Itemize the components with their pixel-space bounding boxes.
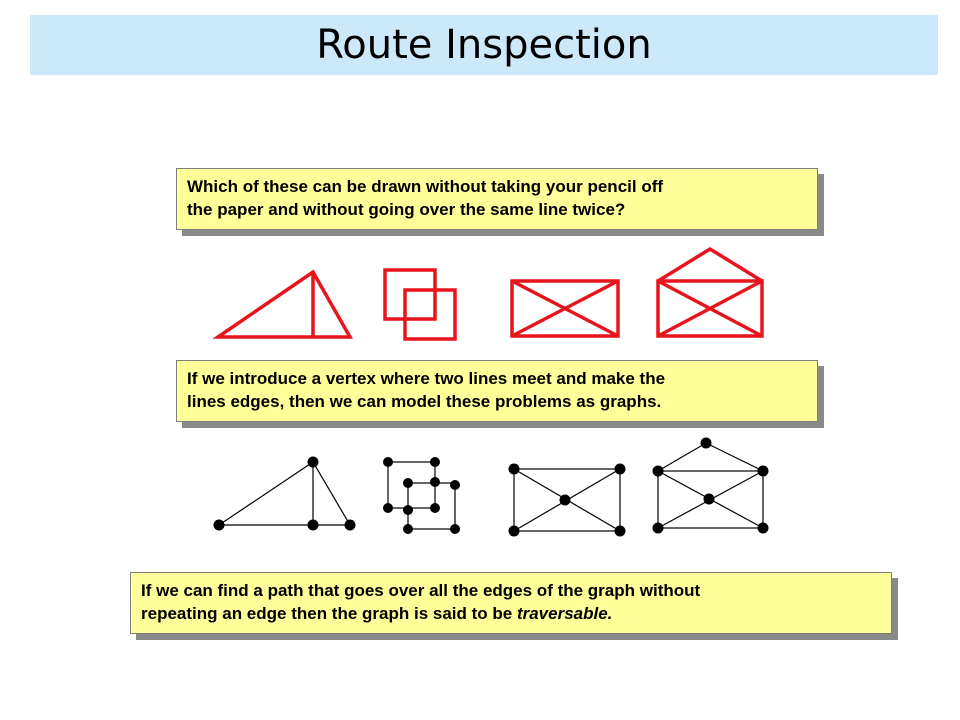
graph-vertex xyxy=(508,525,520,537)
red-envelope-shape xyxy=(510,279,620,338)
open-envelope-graph xyxy=(652,437,769,534)
graph-figures xyxy=(213,437,769,537)
question-line-2: the paper and without going over the sam… xyxy=(187,200,626,219)
red-shapes xyxy=(212,246,764,341)
graph-vertex xyxy=(383,503,393,513)
slide-title: Route Inspection xyxy=(316,22,652,68)
vertex-line-1: If we introduce a vertex where two lines… xyxy=(187,369,666,388)
graph-vertex xyxy=(213,519,225,531)
envelope-graph xyxy=(508,463,626,537)
traversable-line-1: If we can find a path that goes over all… xyxy=(141,581,701,600)
vertex-line-2: lines edges, then we can model these pro… xyxy=(187,392,662,411)
squares-graph xyxy=(383,457,460,534)
graph-vertex xyxy=(508,463,520,475)
triangle-graph xyxy=(213,456,356,531)
graph-vertex xyxy=(450,524,460,534)
red-triangle-shape xyxy=(212,269,354,339)
graph-vertex xyxy=(403,478,413,488)
graph-vertex xyxy=(430,477,440,487)
graph-vertex xyxy=(614,463,626,475)
red-overlapping-squares-shape xyxy=(383,268,457,341)
graph-vertex xyxy=(430,457,440,467)
traversable-line-2: repeating an edge then the graph is said… xyxy=(141,602,881,625)
red-open-envelope-shape xyxy=(656,246,764,338)
traversable-line-2-text: repeating an edge then the graph is said… xyxy=(141,604,517,623)
question-line-1: Which of these can be drawn without taki… xyxy=(187,177,664,196)
graph-vertex xyxy=(652,465,664,477)
title-bar: Route Inspection xyxy=(30,15,938,75)
traversable-box: If we can find a path that goes over all… xyxy=(130,572,892,634)
graph-vertex xyxy=(700,437,712,449)
graph-vertex xyxy=(757,465,769,477)
graph-vertex xyxy=(757,522,769,534)
question-box: Which of these can be drawn without taki… xyxy=(176,168,818,230)
graph-vertex xyxy=(430,503,440,513)
graph-vertex xyxy=(307,456,319,468)
graph-vertex xyxy=(559,494,571,506)
traversable-term: traversable. xyxy=(516,604,613,623)
graph-vertex xyxy=(403,505,413,515)
graph-vertex xyxy=(344,519,356,531)
graph-vertex xyxy=(383,457,393,467)
graph-vertex xyxy=(450,480,460,490)
graph-vertex xyxy=(403,524,413,534)
graph-vertex xyxy=(307,519,319,531)
graph-vertex xyxy=(652,522,664,534)
vertex-box: If we introduce a vertex where two lines… xyxy=(176,360,818,422)
graph-vertex xyxy=(703,493,715,505)
graph-vertex xyxy=(614,525,626,537)
